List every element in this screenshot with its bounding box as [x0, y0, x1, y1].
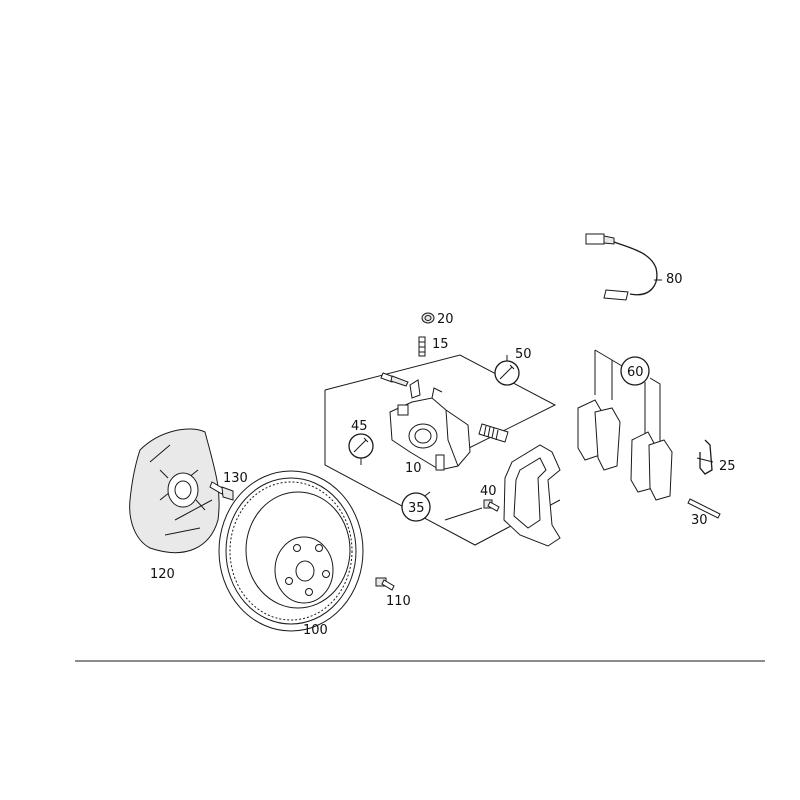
label-20: 20	[437, 312, 454, 327]
torque-symbol-45	[348, 433, 374, 459]
guide-pin	[478, 423, 509, 443]
group-bubble-35	[401, 492, 431, 522]
group-bubble-60	[620, 356, 650, 386]
bolt-130	[209, 481, 234, 501]
pad-pin	[687, 498, 721, 519]
label-35: 35	[408, 501, 425, 516]
torque-symbol-50	[494, 360, 520, 386]
splash-shield	[129, 428, 220, 554]
label-100: 100	[303, 623, 328, 638]
label-40: 40	[480, 484, 497, 499]
label-130: 130	[223, 471, 248, 486]
label-120: 120	[150, 567, 175, 582]
label-50: 50	[515, 347, 532, 362]
label-10: 10	[405, 461, 422, 476]
leader-lines	[360, 279, 662, 465]
label-110: 110	[386, 594, 411, 609]
label-80: 80	[666, 272, 683, 287]
label-45: 45	[351, 419, 368, 434]
screw-110	[375, 577, 395, 591]
caliper-bolt	[380, 372, 409, 387]
bleeder-screw	[418, 336, 426, 357]
label-25: 25	[719, 459, 736, 474]
bleeder-cap	[421, 312, 435, 324]
label-60: 60	[627, 365, 644, 380]
brake-disc	[218, 470, 364, 632]
anti-rattle-spring	[696, 439, 714, 475]
label-15: 15	[432, 337, 449, 352]
wear-sensor	[585, 233, 658, 301]
bolt-40	[483, 499, 500, 512]
label-30: 30	[691, 513, 708, 528]
caliper-bracket	[503, 444, 561, 547]
brake-caliper	[389, 379, 471, 471]
brake-pad-set	[577, 399, 673, 501]
